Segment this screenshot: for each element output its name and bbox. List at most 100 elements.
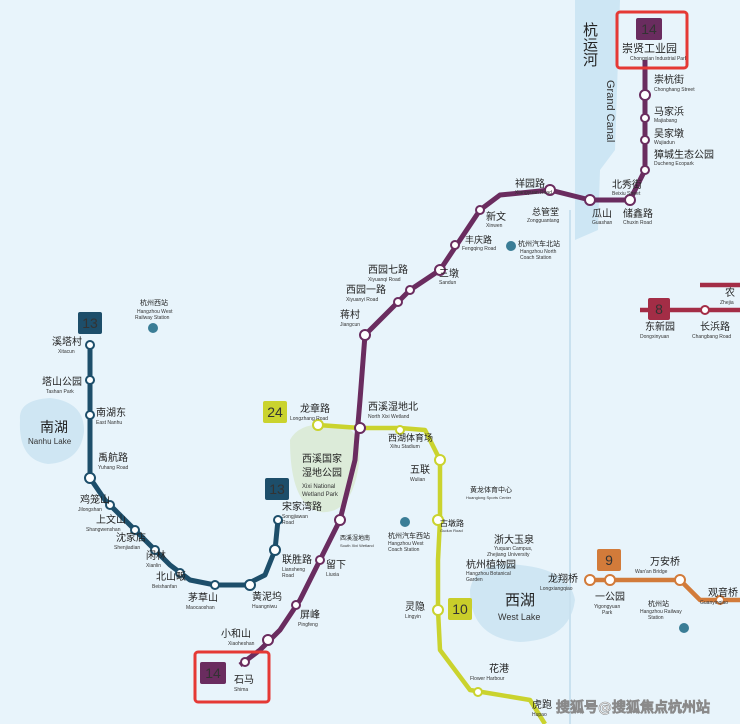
st-xinwen-en: Xinwen xyxy=(486,223,503,229)
st-wananqiao-zh: 万安桥 xyxy=(650,555,680,568)
st-yigongyuan-en2: Park xyxy=(602,610,613,616)
st-jiangcun-en: Jiangcun xyxy=(340,322,360,328)
st-guanyinqiao-en: Guanyinqiao xyxy=(700,600,728,606)
st-jiangcun-zh: 蒋村 xyxy=(340,308,360,321)
st-zheda-en1: Yuquan Campus, xyxy=(494,546,532,552)
st-zheda-zh: 浙大玉泉 xyxy=(494,533,534,546)
st-nanhueast-en: East Nanhu xyxy=(96,420,122,426)
st-wulian-en: Wulian xyxy=(410,477,425,483)
rail-station-zh: 杭州站 xyxy=(648,599,669,608)
wetland-en-2: Wetland Park xyxy=(302,492,339,498)
st-songjiawan-en2: Road xyxy=(282,520,294,526)
st-botanical-zh: 杭州植物园 xyxy=(466,558,516,571)
st-gudang-zh: 古墩路 xyxy=(440,518,464,528)
st-chongxian-zh: 崇贤工业园 xyxy=(622,42,677,55)
station-markers-line24 xyxy=(312,419,483,697)
st-xixiwetland-en: North Xixi Wetland xyxy=(368,414,410,420)
st-xihusports-en: Xihu Stadium xyxy=(390,444,420,450)
st-chonghang-en: Chonghang Street xyxy=(654,87,695,93)
st-dongxinyuan-en: Dongxinyuan xyxy=(640,334,669,340)
xihu-zh-label: 西湖 xyxy=(505,591,535,609)
st-shangwenshan-zh: 上文山 xyxy=(96,513,126,526)
north-coach-en1: Hangzhou North xyxy=(520,249,557,255)
canal-zh-label: 杭运河 xyxy=(581,22,599,67)
st-guashan-zh: 瓜山 xyxy=(592,208,612,220)
badge-l8: 8 xyxy=(648,298,670,320)
st-shenjiadian-en: Shenjiadian xyxy=(114,545,140,551)
st-lingyin-en: Lingyin xyxy=(405,614,421,620)
st-xinwen-zh: 新文 xyxy=(486,210,506,223)
st-xiyuanqi-en: Xiyuanqi Road xyxy=(368,277,401,283)
svg-text:14: 14 xyxy=(641,21,657,37)
badge-l14-top: 14 xyxy=(615,10,689,70)
svg-text:10: 10 xyxy=(452,601,468,617)
xihu-en-label: West Lake xyxy=(498,612,540,622)
rail-station-en2: Station xyxy=(648,615,664,621)
west-coach-zh: 杭州汽车西站 xyxy=(388,531,430,540)
st-songjiawan-en1: Songjiawan xyxy=(282,514,308,520)
st-beixiu-zh: 北秀街 xyxy=(612,178,642,191)
badge-l10: 10 xyxy=(448,598,472,620)
svg-text:24: 24 xyxy=(267,404,283,420)
st-longzhang-en: Longzhang Road xyxy=(290,416,328,422)
st-maocaoshan-en: Maocaoshan xyxy=(186,605,215,611)
st-beishanfan-en: Beishanfan xyxy=(152,584,177,590)
nanhu-lake-water xyxy=(19,398,85,464)
st-fengqing-en: Fengqing Road xyxy=(462,246,496,252)
badge-l13-a: 13 xyxy=(78,312,102,334)
st-jilongshan-zh: 鸡笼山 xyxy=(80,493,110,506)
wetland-zh-2: 湿地公园 xyxy=(302,466,342,479)
st-ducheng-zh: 獐城生态公园 xyxy=(654,148,714,161)
st-huangniwu-zh: 黄泥坞 xyxy=(252,590,282,603)
st-zhejia-en: Zhejia xyxy=(720,300,734,306)
wetland-en-1: Xixi National xyxy=(302,484,335,490)
st-longzhang-zh: 龙章路 xyxy=(300,402,330,415)
st-shima-zh: 石马 xyxy=(234,674,254,686)
st-beishanfan-zh: 北山畈 xyxy=(156,571,186,583)
st-guashan-en: Guashan xyxy=(592,220,613,226)
station-markers xyxy=(240,89,651,667)
st-zongguan-zh: 总管堂 xyxy=(532,206,559,218)
west-rail-en2: Railway Station xyxy=(135,315,170,321)
badge-l14-bottom: 14 xyxy=(193,650,271,704)
canal-en-label: Grand Canal xyxy=(604,80,616,142)
st-longxiangqiao-zh: 龙翔桥 xyxy=(548,572,578,585)
st-zheda-en2: Zhejiang University xyxy=(487,552,530,558)
st-liansheng-en2: Road xyxy=(282,573,294,579)
st-wujiadun-zh: 吴家墩 xyxy=(654,127,684,140)
st-xixiwetland-zh: 西溪湿地北 xyxy=(368,400,418,413)
st-chuxin-zh: 储鑫路 xyxy=(623,207,653,220)
badge-l13-b: 13 xyxy=(265,478,289,500)
grand-canal-water xyxy=(575,0,620,240)
west-rail-zh: 杭州西站 xyxy=(140,298,168,307)
st-wulian-zh: 五联 xyxy=(410,464,430,476)
st-guanyinqiao-zh: 观音桥 xyxy=(708,586,738,599)
svg-text:8: 8 xyxy=(655,301,663,317)
station-labels: 崇贤工业园 Chongxian Industrial Park 崇杭街 Chon… xyxy=(42,42,738,718)
st-pingfeng-en: Pingfeng xyxy=(298,622,318,628)
st-chongxian-en: Chongxian Industrial Park xyxy=(630,56,688,62)
st-zhejia-zh: 农 xyxy=(725,286,735,299)
rail-station-icon xyxy=(679,623,689,633)
north-coach-en2: Coach Station xyxy=(520,255,552,261)
st-botanical-en2: Garden xyxy=(466,577,483,583)
st-zongguan-en: Zongguantang xyxy=(527,218,559,224)
st-xitacun-en: Xitacun xyxy=(58,349,75,355)
st-xiaoheshan-zh: 小和山 xyxy=(221,628,251,640)
st-beixiu-en: Beixiu Street xyxy=(612,191,641,197)
st-xitacun-zh: 溪塔村 xyxy=(52,335,82,348)
st-huangniwu-en: Huangniwu xyxy=(252,604,277,610)
st-xiyuanyi-en: Xiyuanyi Road xyxy=(346,297,378,303)
nanhu-zh-label: 南湖 xyxy=(40,420,68,436)
st-yigongyuan-en1: Yigongyuan xyxy=(594,604,620,610)
west-rail-en1: Hangzhou West xyxy=(137,309,173,315)
st-longxiangqiao-en: Longxiangqiao xyxy=(540,586,573,592)
badge-l24: 24 xyxy=(263,401,287,423)
st-jilongshan-en: Jilongshan xyxy=(78,507,102,513)
wetland-zh-1: 西溪国家 xyxy=(302,452,342,465)
line-13-route xyxy=(87,345,281,588)
st-xianlin-zh: 闲林 xyxy=(146,549,166,562)
st-gudang-en: Gudun Road xyxy=(440,528,463,533)
st-yuhang-zh: 禹航路 xyxy=(98,451,128,464)
station-markers-line13 xyxy=(84,340,283,591)
